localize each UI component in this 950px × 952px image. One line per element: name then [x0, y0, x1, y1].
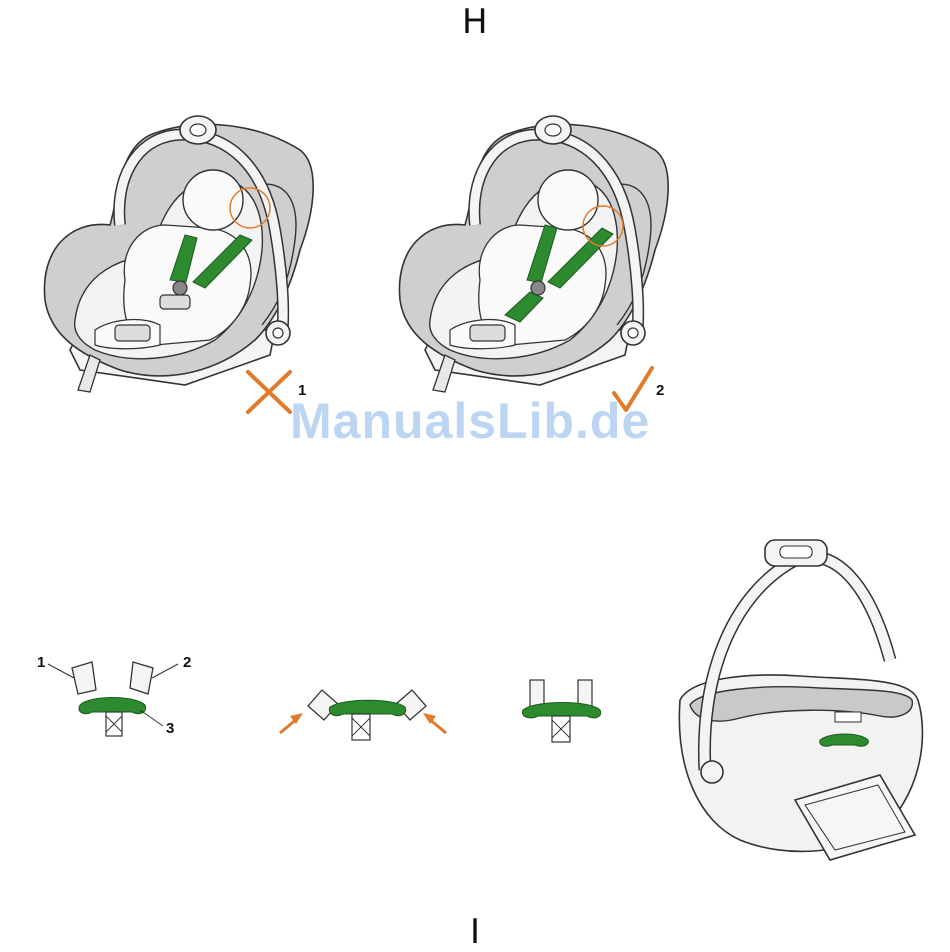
push-arrow-icon: [423, 713, 446, 733]
section-letter-h: H: [462, 2, 488, 42]
buckle-step-insert: [308, 690, 426, 740]
watermark: ManualsLib.de: [290, 392, 650, 450]
push-arrow-icon: [280, 713, 303, 733]
callout-wrong: 1: [298, 382, 306, 399]
car-seat-correct: [399, 116, 668, 392]
callout-tongue-left: 1: [37, 654, 45, 671]
section-letter-i: I: [470, 912, 480, 952]
callout-tongue-right: 2: [183, 654, 191, 671]
car-seat-incorrect: [44, 116, 313, 392]
callout-buckle: 3: [166, 720, 174, 737]
car-seat-empty: [679, 540, 922, 860]
buckle-step-separate: [48, 662, 178, 736]
wrong-cross-icon: [248, 372, 290, 412]
callout-correct: 2: [656, 382, 664, 399]
buckle-step-locked: [522, 680, 600, 742]
